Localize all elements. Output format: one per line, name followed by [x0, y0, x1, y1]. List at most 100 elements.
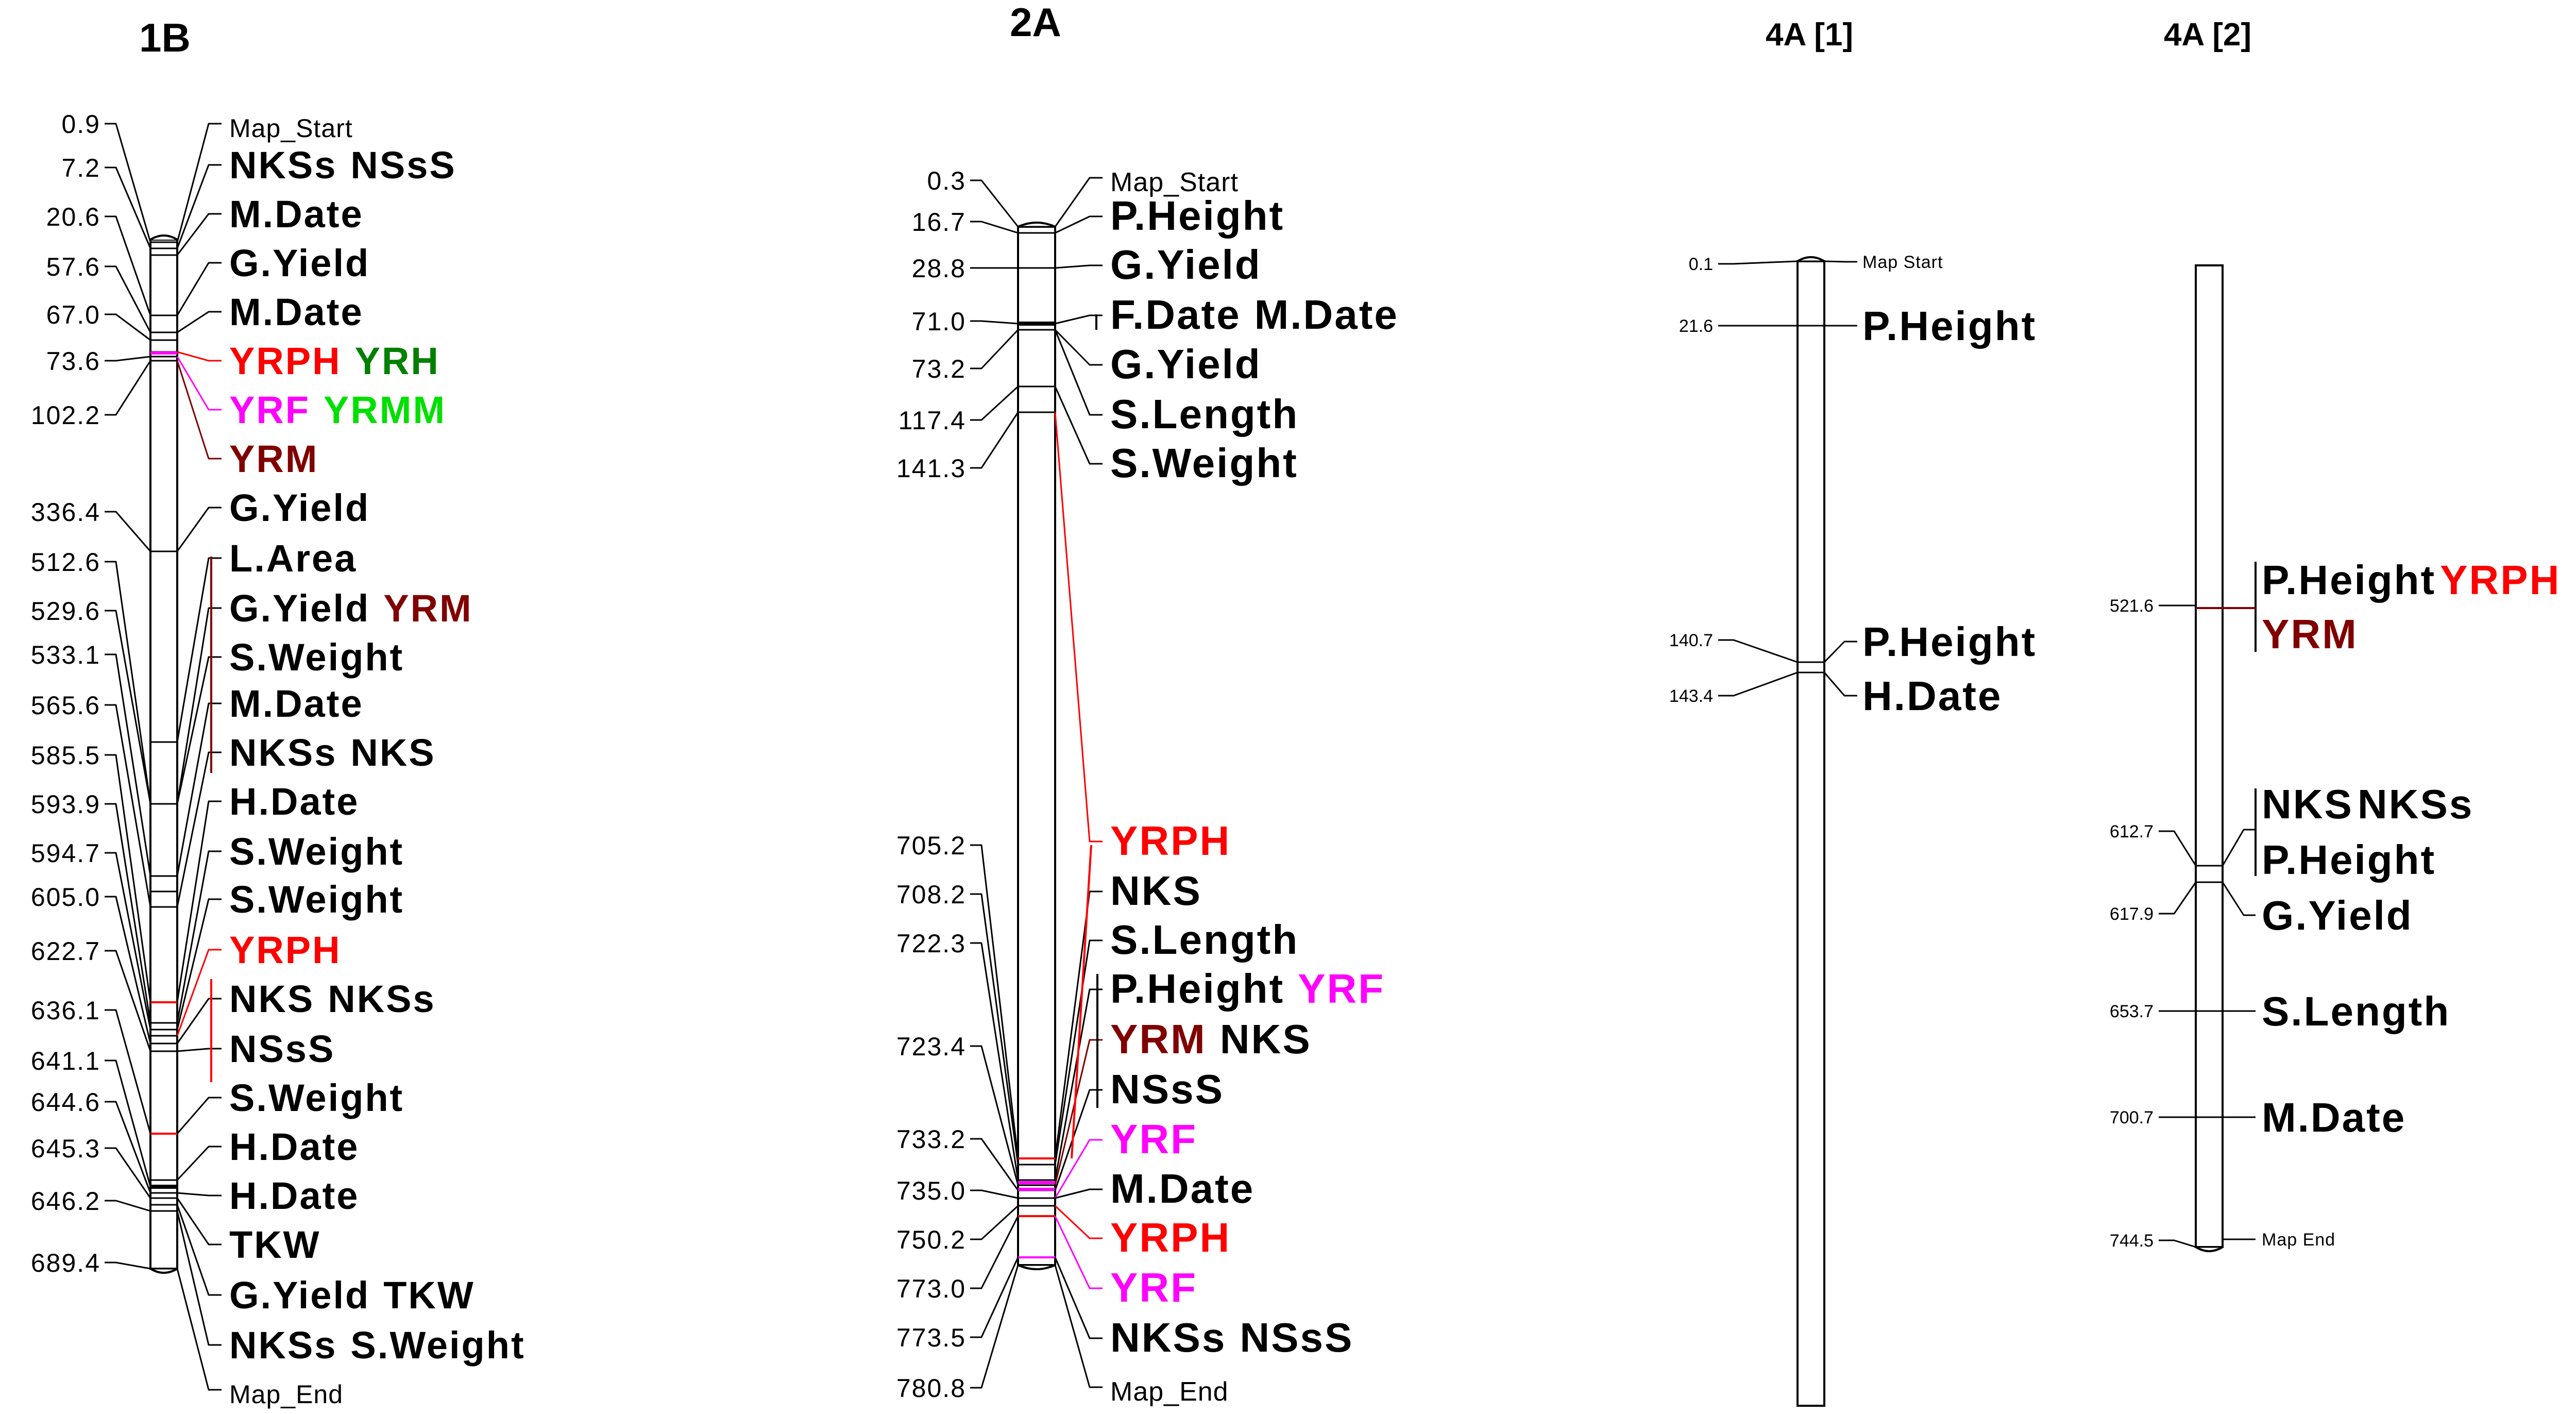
trait-label: G.Yield — [229, 1274, 370, 1317]
label-connector — [1054, 329, 1103, 416]
trait-label: YRM — [383, 587, 472, 630]
locus-position: 143.4 — [1669, 686, 1713, 706]
trait-label: YRM — [229, 437, 318, 480]
trait-label: G.Yield — [1110, 242, 1262, 288]
trait-label: YRPH — [1110, 818, 1231, 864]
label-connector — [177, 311, 222, 333]
chromosome-bar — [2195, 264, 2224, 1248]
trait-label: Map_End — [229, 1380, 343, 1409]
locus-position: 20.6 — [46, 203, 100, 231]
trait-label: YRF — [1298, 966, 1385, 1012]
position-connector — [970, 329, 1019, 369]
trait-label: H.Date — [229, 1174, 359, 1217]
locus-position: 594.7 — [31, 839, 100, 868]
locus-position: 336.4 — [31, 498, 100, 527]
label-connector — [1054, 329, 1103, 366]
locus-position: 636.1 — [31, 996, 100, 1025]
position-connector — [970, 1138, 1019, 1191]
label-connector — [1824, 260, 1857, 263]
locus-position: 617.9 — [2110, 904, 2154, 924]
locus-position: 700.7 — [2110, 1108, 2154, 1127]
position-connector — [970, 179, 1019, 227]
trait-label: NKS — [229, 978, 314, 1020]
label-connector — [176, 751, 222, 907]
label-connector — [1054, 386, 1103, 465]
locus-position: 57.6 — [46, 252, 100, 281]
trait-label: YRH — [355, 340, 440, 382]
label-connector — [1054, 177, 1103, 227]
trait-label: L.Area — [229, 537, 357, 580]
trait-label: P.Height — [1862, 619, 2037, 665]
trait-label: M.Date — [1255, 292, 1399, 338]
label-connector — [176, 850, 222, 1023]
position-connector — [1718, 671, 1798, 697]
trait-label: TKW — [229, 1223, 321, 1266]
trait-label: NSsS — [1240, 1315, 1353, 1360]
label-connector — [1054, 1257, 1103, 1339]
trait-label: NKS — [1110, 868, 1202, 914]
trait-label: NKSs — [328, 978, 435, 1020]
trait-label: S.Length — [1110, 917, 1299, 963]
label-connector — [176, 356, 222, 411]
label-connector — [1054, 1139, 1103, 1199]
trait-label: YRM — [1110, 1016, 1207, 1062]
label-connector — [177, 351, 222, 362]
locus-position: 7.2 — [61, 154, 100, 182]
locus-position: 529.6 — [31, 597, 100, 626]
trait-label: H.Date — [229, 1125, 359, 1168]
label-connector — [1055, 314, 1103, 325]
label-connector — [176, 1204, 222, 1296]
locus-position: 0.1 — [1689, 255, 1713, 274]
position-connector — [105, 653, 151, 877]
label-connector — [1055, 264, 1103, 269]
position-connector — [970, 1265, 1019, 1389]
trait-label: NKSs — [229, 731, 337, 774]
chromosome-cap — [149, 234, 178, 241]
label-connector — [176, 360, 222, 460]
position-connector — [105, 166, 151, 249]
locus-position: 708.2 — [896, 880, 966, 909]
locus-position: 521.6 — [2110, 596, 2154, 616]
label-connector — [176, 656, 222, 804]
label-connector — [176, 1097, 222, 1134]
trait-label: YRF — [229, 389, 310, 431]
chromosome-1B: 1B0.97.220.657.667.073.6102.2336.4512.65… — [31, 15, 524, 1409]
label-connector — [1055, 215, 1103, 234]
trait-label: Map_End — [1110, 1377, 1229, 1407]
position-connector — [105, 803, 151, 1023]
label-connector — [2222, 882, 2256, 916]
locus-position: 593.9 — [31, 790, 100, 819]
chromosome-2A: 2A0.316.728.871.073.2117.4141.3705.2708.… — [896, 0, 1399, 1407]
label-connector — [176, 507, 222, 552]
label-connector — [176, 123, 222, 243]
locus-position: 612.7 — [2110, 822, 2154, 841]
locus-position: 773.5 — [896, 1323, 966, 1352]
chromosome-title: 4A [2] — [2164, 17, 2251, 53]
locus-position: 73.2 — [912, 355, 966, 383]
position-connector — [105, 215, 151, 316]
trait-label: M.Date — [229, 193, 364, 235]
trait-label: NSsS — [350, 144, 456, 187]
label-connector — [1823, 641, 1857, 663]
locus-position: 735.0 — [896, 1176, 966, 1205]
trait-label: YRPH — [229, 340, 342, 382]
trait-label: NKSs — [229, 1324, 337, 1367]
trait-label: S.Weight — [229, 878, 404, 921]
locus-position: 73.6 — [46, 347, 100, 376]
label-connector — [1823, 672, 1857, 697]
trait-label: NKSs — [2358, 781, 2473, 827]
locus-position: 641.1 — [31, 1047, 100, 1075]
trait-label: G.Yield — [229, 242, 370, 284]
locus-position: 644.6 — [31, 1088, 100, 1117]
position-connector — [105, 610, 151, 804]
label-connector — [1071, 845, 1092, 1159]
trait-label: S.Weight — [1110, 440, 1298, 486]
trait-label: NKSs — [229, 144, 337, 187]
position-connector — [970, 942, 1019, 1181]
position-connector — [105, 1009, 151, 1134]
locus-position: 0.3 — [927, 166, 966, 195]
trait-label: Map_Start — [229, 114, 353, 143]
locus-position: 646.2 — [31, 1187, 100, 1216]
position-connector — [105, 1200, 151, 1212]
